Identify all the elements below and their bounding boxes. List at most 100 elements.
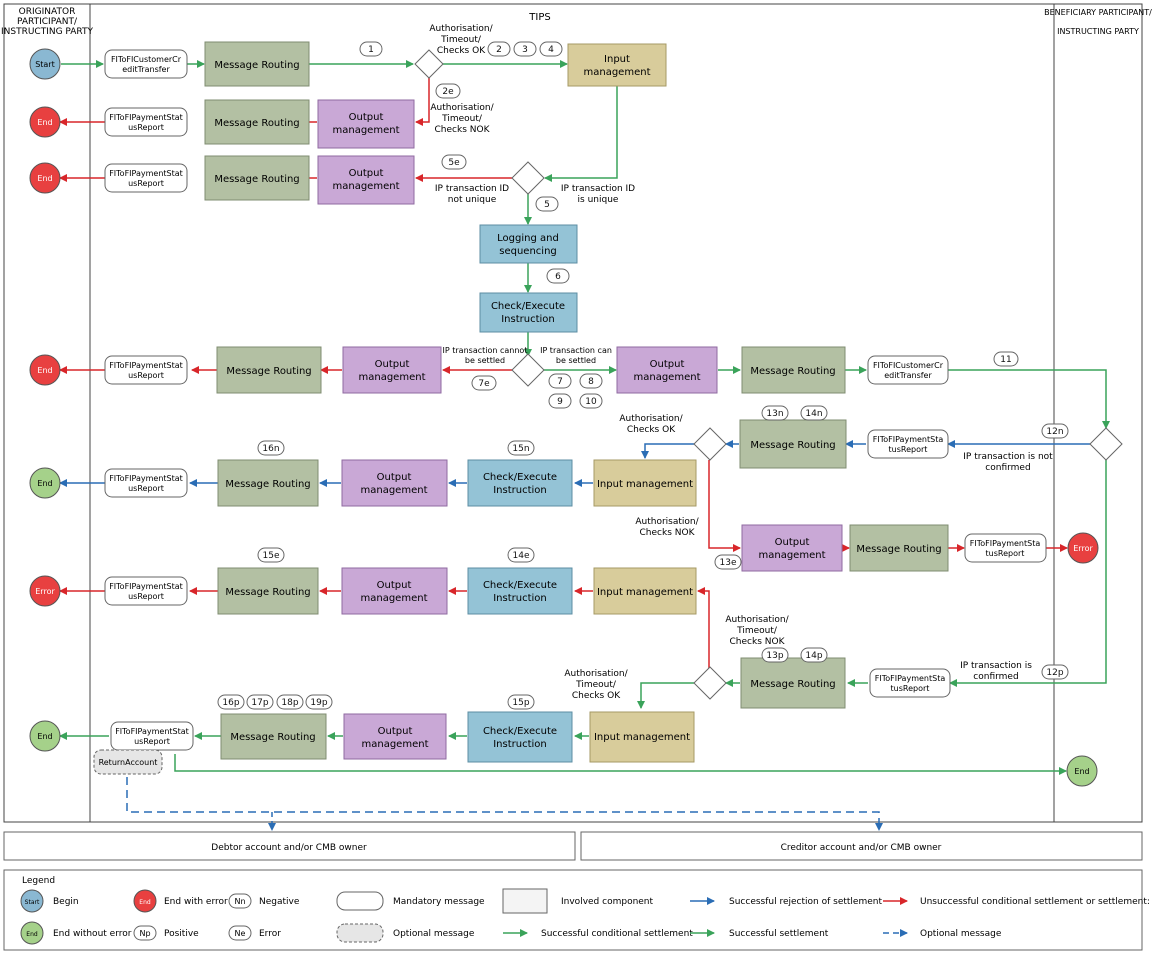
svg-text:Instruction: Instruction [493, 739, 547, 750]
svg-text:15e: 15e [263, 551, 280, 561]
svg-text:tusReport: tusReport [986, 549, 1025, 558]
output-management-1: Output management [317, 99, 415, 149]
svg-text:Timeout/: Timeout/ [736, 626, 778, 636]
msg-status-report-8: FIToFIPaymentSta tusReport [869, 668, 951, 698]
svg-text:Authorisation/: Authorisation/ [429, 24, 493, 34]
input-management-1: Input management [567, 43, 667, 87]
account-boxes: Debtor account and/or CMB owner Creditor… [3, 831, 1143, 861]
svg-text:End: End [37, 118, 52, 127]
svg-text:Successful rejection of settle: Successful rejection of settlement [729, 897, 882, 907]
svg-text:IP transaction ID: IP transaction ID [561, 184, 635, 194]
svg-text:Output: Output [375, 359, 410, 370]
svg-text:Start: Start [35, 60, 55, 69]
legend-end-error: End End with error [133, 889, 228, 913]
svg-text:management: management [333, 125, 400, 136]
svg-text:confirmed: confirmed [985, 463, 1030, 473]
svg-text:Message Routing: Message Routing [750, 679, 835, 690]
svg-text:Instruction: Instruction [493, 593, 547, 604]
svg-text:8: 8 [588, 377, 594, 387]
svg-text:Unsuccessful conditional settl: Unsuccessful conditional settlement or s… [920, 897, 1152, 907]
svg-text:Check/Execute: Check/Execute [483, 580, 557, 591]
svg-text:Message Routing: Message Routing [214, 118, 299, 129]
lane-header-beneficiary: BENEFICIARY PARTICIPANT/ INSTRUCTING PAR… [1044, 8, 1152, 36]
svg-text:Message Routing: Message Routing [750, 366, 835, 377]
svg-text:tusReport: tusReport [891, 684, 930, 693]
svg-text:13e: 13e [720, 558, 737, 568]
end-error-node-3: End [29, 354, 61, 386]
svg-text:Checks OK: Checks OK [627, 425, 676, 435]
swimlane-frame [3, 3, 1143, 823]
svg-text:Authorisation/: Authorisation/ [635, 517, 699, 527]
svg-text:17p: 17p [251, 698, 268, 708]
cond-auth-nok-2: Authorisation/ Checks NOK [635, 517, 699, 538]
svg-text:management: management [584, 67, 651, 78]
cond-cannot-settle: IP transaction cannot be settled [443, 346, 528, 365]
legend-optional-msg: Optional message [883, 929, 1002, 939]
svg-text:14e: 14e [513, 551, 530, 561]
svg-text:Checks NOK: Checks NOK [730, 637, 786, 647]
output-management-7: Output management [341, 567, 448, 615]
debtor-account-label: Debtor account and/or CMB owner [211, 843, 367, 853]
lane-title-originator-line3: INSTRUCTING PARTY [1, 27, 94, 37]
message-routing-8: Message Routing [849, 524, 949, 572]
svg-text:15p: 15p [512, 698, 529, 708]
svg-text:IP transaction is: IP transaction is [960, 661, 1032, 671]
svg-text:Check/Execute: Check/Execute [483, 472, 557, 483]
svg-text:Optional message: Optional message [920, 929, 1002, 939]
svg-text:14p: 14p [805, 651, 822, 661]
svg-text:15n: 15n [512, 444, 529, 454]
svg-text:management: management [634, 372, 701, 383]
svg-text:be settled: be settled [556, 356, 596, 365]
svg-text:Np: Np [139, 929, 150, 938]
svg-text:Authorisation/: Authorisation/ [619, 414, 683, 424]
msg-status-report-6: FIToFIPaymentSta tusReport [964, 533, 1047, 563]
output-management-8: Output management [343, 713, 447, 760]
message-routing-2: Message Routing [204, 99, 310, 145]
svg-text:Timeout/: Timeout/ [575, 680, 617, 690]
svg-text:Output: Output [377, 472, 412, 483]
svg-text:End: End [37, 366, 52, 375]
error-node-1: Error [29, 575, 61, 607]
svg-text:Positive: Positive [164, 929, 199, 939]
svg-text:management: management [759, 550, 826, 561]
legend-involved: Involved component [502, 888, 654, 914]
lane-title-originator-line1: ORIGINATOR [19, 7, 76, 17]
svg-text:Timeout/: Timeout/ [441, 114, 483, 124]
legend-error: Ne Error [228, 925, 281, 941]
svg-text:FIToFICustomerCr: FIToFICustomerCr [873, 361, 944, 370]
svg-text:End: End [37, 174, 52, 183]
messages: FIToFICustomerCr editTransfer FIToFIPaym… [93, 49, 1047, 775]
svg-text:editTransfer: editTransfer [122, 65, 170, 74]
svg-text:Nn: Nn [234, 897, 245, 906]
svg-text:usReport: usReport [128, 123, 164, 132]
svg-text:Check/Execute: Check/Execute [491, 301, 565, 312]
svg-text:Involved component: Involved component [561, 897, 654, 907]
input-management-3: Input management [593, 567, 697, 615]
svg-text:tusReport: tusReport [889, 445, 928, 454]
msg-status-report-4: FIToFIPaymentSta tusReport [867, 429, 949, 459]
svg-text:FIToFIPaymentStat: FIToFIPaymentStat [109, 474, 183, 483]
msg-status-report-5: FIToFIPaymentStat usReport [104, 468, 188, 498]
svg-text:13n: 13n [766, 409, 783, 419]
svg-text:Input management: Input management [594, 732, 690, 743]
svg-text:Authorisation/: Authorisation/ [430, 103, 494, 113]
svg-text:FIToFIPaymentStat: FIToFIPaymentStat [109, 169, 183, 178]
svg-text:7: 7 [557, 377, 563, 387]
message-routing-3: Message Routing [204, 155, 310, 201]
svg-text:Output: Output [377, 580, 412, 591]
svg-text:usReport: usReport [128, 484, 164, 493]
message-routing-4: Message Routing [216, 346, 322, 394]
svg-text:Optional message: Optional message [393, 929, 475, 939]
step-badges: 1 2 3 4 2e 5e 5 6 7e 7 8 9 10 11 13n 14n… [217, 41, 1069, 710]
msg-credit-transfer-1: FIToFICustomerCr editTransfer [104, 49, 188, 79]
svg-text:Instruction: Instruction [501, 314, 555, 325]
svg-text:be settled: be settled [465, 356, 505, 365]
message-routing-1: Message Routing [204, 41, 310, 87]
msg-status-report-1: FIToFIPaymentStat usReport [104, 107, 188, 137]
svg-text:3: 3 [522, 45, 528, 55]
legend-title: Legend [22, 876, 55, 886]
creditor-account-label: Creditor account and/or CMB owner [781, 843, 942, 853]
cond-auth-nok-3: Authorisation/ Timeout/ Checks NOK [725, 615, 789, 647]
svg-text:10: 10 [585, 397, 597, 407]
svg-text:FIToFICustomerCr: FIToFICustomerCr [111, 55, 182, 64]
